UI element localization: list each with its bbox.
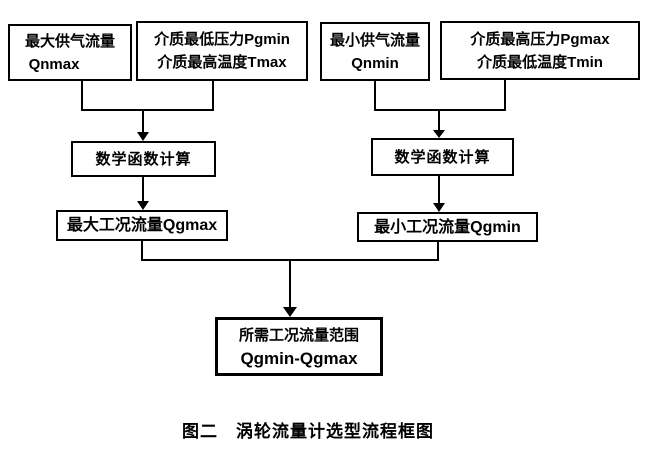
box-label-line1: 最小工况流量Qgmin (374, 218, 521, 236)
box-math-function-calc-right: 数学函数计算 (371, 138, 514, 176)
box-max-pressure-min-temp: 介质最高压力Pgmax 介质最低温度Tmin (440, 21, 640, 80)
box-label-line2: 介质最低温度Tmin (477, 53, 603, 71)
connector-merge-bottom (141, 241, 439, 317)
box-label-line2: Qnmax (28, 55, 80, 73)
box-label-line1: 介质最高压力Pgmax (470, 30, 610, 48)
arrowhead-icon (283, 307, 297, 317)
arrowhead-icon (137, 132, 149, 141)
box-max-operating-flow: 最大工况流量Qgmax (56, 210, 228, 241)
box-max-supply-flow: 最大供气流量 Qnmax (8, 24, 132, 81)
figure-caption: 图二 涡轮流量计选型流程框图 (182, 422, 434, 441)
arrowhead-icon (433, 130, 445, 138)
connector-calc-left-to-qgmax (137, 177, 149, 210)
box-label-line2: 介质最高温度Tmax (157, 54, 287, 71)
box-label-line1: 最大供气流量 (24, 32, 115, 50)
box-required-flow-range: 所需工况流量范围 Qgmin-Qgmax (215, 317, 383, 376)
box-label-line1: 最大工况流量Qgmax (66, 217, 218, 234)
box-label-line1: 所需工况流量范围 (238, 326, 359, 344)
arrowhead-icon (137, 201, 149, 210)
box-math-function-calc-left: 数学函数计算 (71, 141, 216, 177)
box-label-line1: 数学函数计算 (95, 150, 192, 168)
box-label-line1: 数学函数计算 (394, 148, 491, 166)
box-label-line1: 介质最低压力Pgmin (154, 31, 290, 48)
arrowhead-icon (433, 203, 445, 212)
box-label-line1: 最小供气流量 (329, 31, 420, 49)
box-label-line2: Qnmin (351, 54, 399, 72)
box-min-supply-flow: 最小供气流量 Qnmin (320, 22, 430, 81)
connector-merge-top-right (374, 80, 506, 138)
box-min-pressure-max-temp: 介质最低压力Pgmin 介质最高温度Tmax (136, 21, 308, 81)
connector-calc-right-to-qgmin (433, 176, 445, 212)
connector-merge-top-left (81, 81, 214, 141)
box-min-operating-flow: 最小工况流量Qgmin (357, 212, 538, 242)
box-label-line2: Qgmin-Qgmax (240, 348, 358, 368)
